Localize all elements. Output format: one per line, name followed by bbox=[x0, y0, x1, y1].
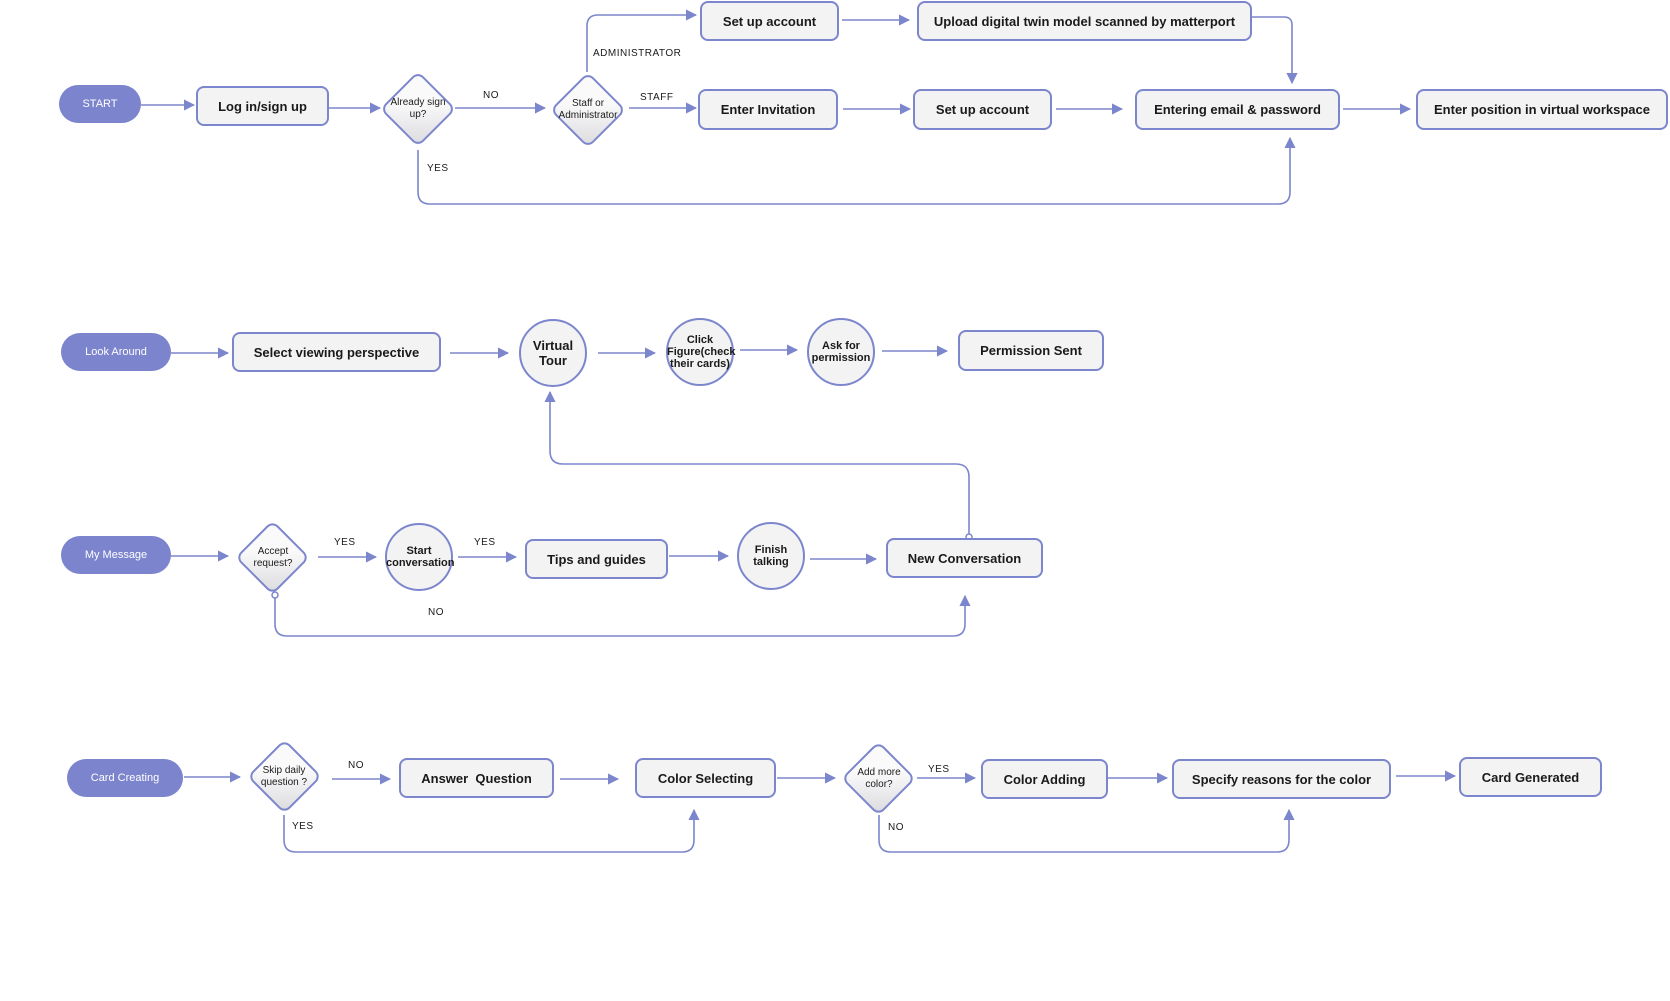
enter-position-step: Enter position in virtual workspace bbox=[1416, 89, 1668, 130]
select-perspective-step: Select viewing perspective bbox=[232, 332, 441, 372]
card-generated-step: Card Generated bbox=[1459, 757, 1602, 797]
select-perspective-label: Select viewing perspective bbox=[253, 344, 420, 360]
my-message-terminal: My Message bbox=[61, 536, 171, 574]
already-signed-up-label: Already sign up? bbox=[390, 97, 446, 120]
no-label: NO bbox=[483, 90, 499, 101]
login-step: Log in/sign up bbox=[196, 86, 329, 126]
yes-label: YES bbox=[928, 764, 950, 775]
color-adding-label: Color Adding bbox=[1003, 771, 1086, 787]
arrow-yes-loop-to-color bbox=[283, 808, 700, 853]
permission-sent-label: Permission Sent bbox=[980, 343, 1082, 358]
look-around-terminal: Look Around bbox=[61, 333, 171, 371]
look-around-label: Look Around bbox=[85, 346, 147, 358]
arrow-no-loop-to-specify bbox=[878, 808, 1295, 853]
yes-label: YES bbox=[292, 821, 314, 832]
staff-or-admin-label: Staff or Administrator bbox=[558, 98, 618, 121]
upload-model-label: Upload digital twin model scanned by mat… bbox=[933, 13, 1236, 29]
virtual-tour-label: Virtual Tour bbox=[532, 338, 574, 368]
setup-account-admin-label: Set up account bbox=[722, 13, 817, 29]
setup-account-staff-step: Set up account bbox=[913, 89, 1052, 130]
accept-request-label: Accept request? bbox=[253, 546, 293, 569]
specify-reasons-label: Specify reasons for the color bbox=[1191, 771, 1372, 787]
skip-question-label: Skip daily question ? bbox=[260, 765, 308, 788]
arrow-newconv-to-tour bbox=[544, 390, 970, 536]
answer-question-step: Answer Question bbox=[399, 758, 554, 798]
start-label: START bbox=[82, 98, 118, 110]
tips-guides-label: Tips and guides bbox=[547, 551, 646, 567]
yes-label: YES bbox=[474, 537, 496, 548]
ask-permission-node: Ask for permission bbox=[807, 318, 875, 386]
yes-label: YES bbox=[427, 163, 449, 174]
enter-invitation-step: Enter Invitation bbox=[698, 89, 838, 130]
no-label: NO bbox=[888, 822, 904, 833]
arrow-admin-to-setup bbox=[586, 9, 698, 72]
connector-dot bbox=[271, 591, 279, 599]
new-conversation-step: New Conversation bbox=[886, 538, 1043, 578]
new-conversation-label: New Conversation bbox=[907, 550, 1022, 566]
start-conversation-node: Start conversation bbox=[385, 523, 455, 591]
permission-sent-step: Permission Sent bbox=[958, 330, 1104, 371]
color-selecting-label: Color Selecting bbox=[657, 770, 754, 786]
upload-model-step: Upload digital twin model scanned by mat… bbox=[917, 1, 1252, 41]
enter-invitation-label: Enter Invitation bbox=[720, 102, 816, 117]
finish-talking-label: Finish talking bbox=[753, 544, 789, 568]
start-terminal: START bbox=[59, 85, 141, 123]
arrow-upload-to-email bbox=[1251, 16, 1298, 85]
ask-permission-label: Ask for permission bbox=[811, 340, 871, 364]
virtual-tour-node: Virtual Tour bbox=[519, 319, 587, 387]
entering-email-label: Entering email & password bbox=[1154, 102, 1321, 117]
my-message-label: My Message bbox=[84, 549, 148, 561]
color-adding-step: Color Adding bbox=[981, 759, 1108, 799]
setup-account-staff-label: Set up account bbox=[935, 102, 1030, 117]
tips-guides-step: Tips and guides bbox=[525, 539, 668, 579]
start-conversation-label: Start conversation bbox=[386, 545, 455, 569]
finish-talking-node: Finish talking bbox=[737, 522, 805, 590]
specify-reasons-step: Specify reasons for the color bbox=[1172, 759, 1391, 799]
card-creating-terminal: Card Creating bbox=[67, 759, 183, 797]
yes-label: YES bbox=[334, 537, 356, 548]
answer-question-label: Answer Question bbox=[421, 770, 532, 786]
card-creating-label: Card Creating bbox=[90, 772, 160, 784]
click-figure-label: Click Figure(check their cards) bbox=[667, 334, 736, 370]
arrow-yes-loop-to-email bbox=[417, 136, 1296, 205]
click-figure-node: Click Figure(check their cards) bbox=[666, 318, 736, 386]
card-generated-label: Card Generated bbox=[1481, 769, 1580, 785]
login-label: Log in/sign up bbox=[218, 98, 307, 114]
arrow-no-loop-to-newconv bbox=[274, 594, 971, 637]
staff-label: STAFF bbox=[640, 92, 674, 103]
color-selecting-step: Color Selecting bbox=[635, 758, 776, 798]
no-label: NO bbox=[348, 760, 364, 771]
administrator-label: ADMINISTRATOR bbox=[593, 48, 682, 59]
no-label: NO bbox=[428, 607, 444, 618]
setup-account-admin-step: Set up account bbox=[700, 1, 839, 41]
add-more-color-label: Add more color? bbox=[857, 767, 901, 790]
enter-position-label: Enter position in virtual workspace bbox=[1434, 102, 1650, 117]
entering-email-step: Entering email & password bbox=[1135, 89, 1340, 130]
